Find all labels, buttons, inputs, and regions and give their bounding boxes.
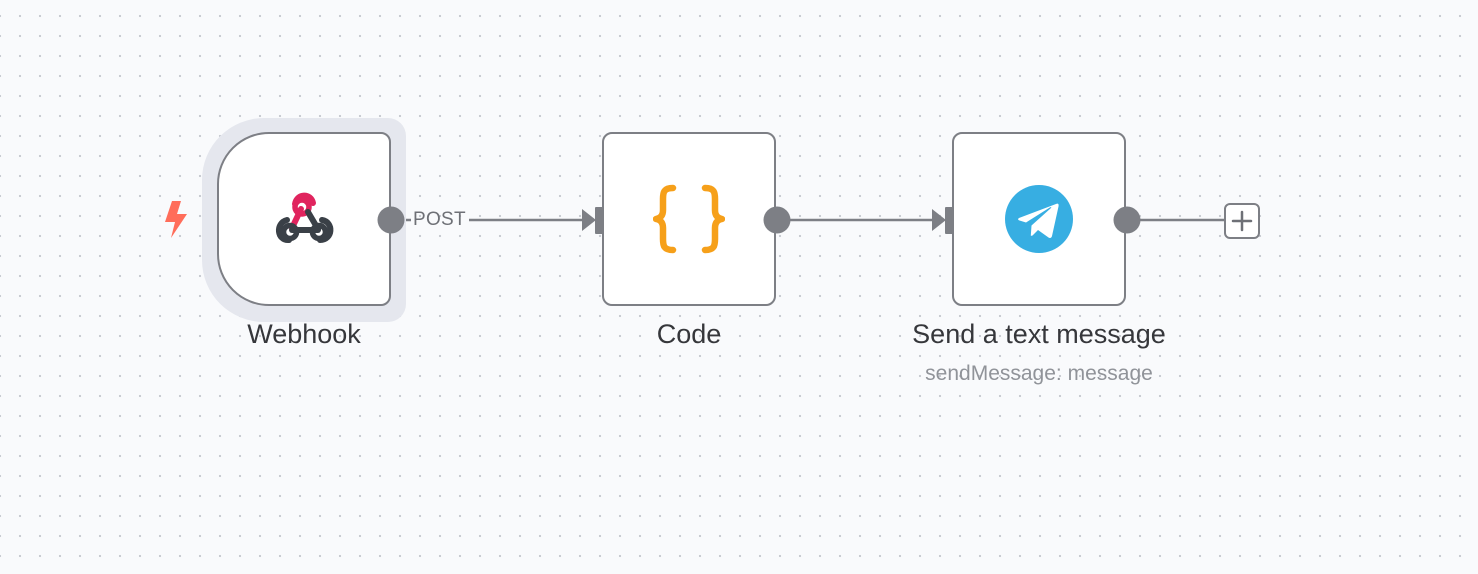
node-label-telegram: Send a text message (912, 319, 1166, 349)
telegram-icon (1005, 185, 1073, 253)
node-telegram[interactable] (952, 132, 1126, 306)
arrowhead (932, 209, 946, 231)
telegram-output-handle[interactable] (1112, 205, 1142, 235)
arrowhead (582, 209, 596, 231)
node-code[interactable] (602, 132, 776, 306)
add-node-button[interactable] (1224, 203, 1260, 239)
connection-code-telegram[interactable] (777, 209, 946, 231)
node-label-code: Code (656, 319, 722, 349)
webhook-icon (276, 192, 334, 243)
webhook-output-handle[interactable] (376, 205, 406, 235)
node-label-webhook: Webhook (247, 319, 361, 349)
node-webhook[interactable] (217, 132, 391, 306)
plus-icon (1231, 210, 1253, 232)
connection-label-post: POST (413, 209, 466, 230)
node-subtitle-telegram: sendMessage: message (925, 362, 1153, 385)
curly-braces-icon (653, 184, 725, 254)
code-output-handle[interactable] (762, 205, 792, 235)
lightning-bolt-icon (165, 201, 187, 238)
